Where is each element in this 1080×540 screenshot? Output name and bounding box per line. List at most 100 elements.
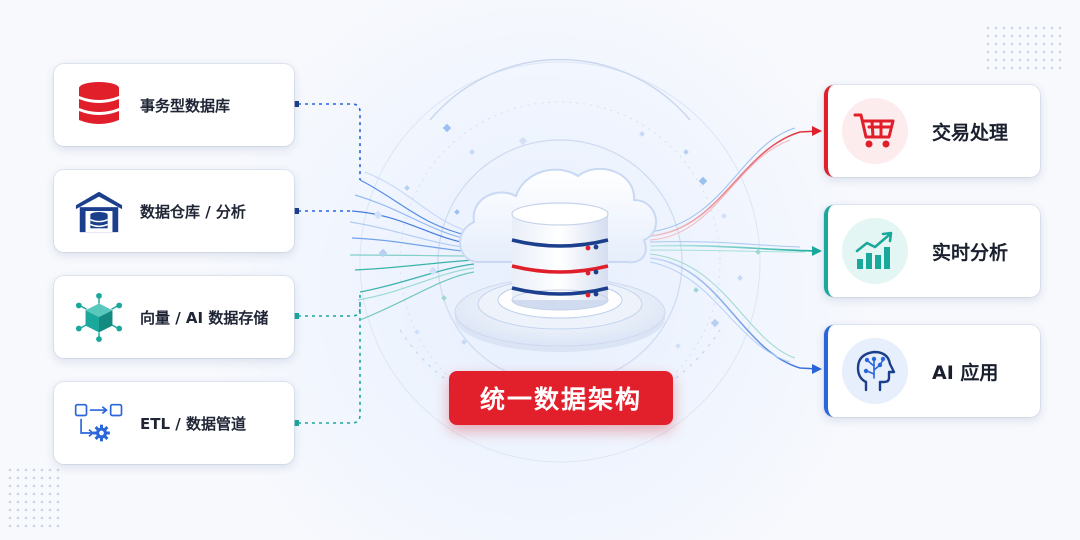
decorative-dot [56, 476, 60, 480]
decorative-particle [737, 275, 743, 281]
decorative-dot [1026, 42, 1030, 46]
decorative-dot [986, 58, 990, 62]
decorative-dot [1018, 34, 1022, 38]
decorative-dot [1050, 26, 1054, 30]
decorative-dot [1034, 34, 1038, 38]
decorative-dot [56, 484, 60, 488]
decorative-dot [48, 500, 52, 504]
database-icon [74, 80, 124, 130]
decorative-particle [378, 248, 388, 258]
decorative-dot [1002, 66, 1006, 70]
decorative-dot [48, 484, 52, 488]
bar-chart-trend-icon [842, 218, 908, 284]
decorative-dot [1050, 50, 1054, 54]
decorative-dot [1010, 50, 1014, 54]
output-card-realtime-analytics: 实时分析 [824, 205, 1040, 297]
decorative-dot [16, 492, 20, 496]
decorative-dot [40, 484, 44, 488]
decorative-dot [1002, 58, 1006, 62]
decorative-dot [1018, 66, 1022, 70]
decorative-dot [56, 516, 60, 520]
decorative-particle [441, 295, 447, 301]
decorative-dot [56, 492, 60, 496]
decorative-dot [1042, 34, 1046, 38]
decorative-dot [16, 476, 20, 480]
decorative-dot [1050, 42, 1054, 46]
decorative-particle [518, 136, 528, 146]
decorative-dot [40, 476, 44, 480]
output-label: 实时分析 [932, 241, 1009, 264]
decorative-dot [994, 66, 998, 70]
decorative-dot [1026, 50, 1030, 54]
output-card-transaction-processing: 交易处理 [824, 85, 1040, 177]
source-card-etl-pipeline: ETL / 数据管道 [54, 382, 294, 464]
output-card-ai-applications: AI 应用 [824, 325, 1040, 417]
source-card-vector-ai-store: 向量 / AI 数据存储 [54, 276, 294, 358]
decorative-dot [1010, 34, 1014, 38]
decorative-dot [986, 66, 990, 70]
decorative-dot [1002, 34, 1006, 38]
decorative-particle [639, 131, 645, 137]
decorative-dot [16, 516, 20, 520]
decorative-dot [986, 42, 990, 46]
decorative-dot [1034, 58, 1038, 62]
decorative-dot [48, 476, 52, 480]
decorative-dot [994, 58, 998, 62]
source-label: 事务型数据库 [140, 96, 231, 115]
decorative-particle [693, 287, 699, 293]
decorative-dot [1010, 58, 1014, 62]
ai-brain-head-icon [842, 338, 908, 404]
decorative-dot [994, 26, 998, 30]
decorative-dot [32, 508, 36, 512]
decorative-dot [1018, 26, 1022, 30]
decorative-dot [1042, 58, 1046, 62]
decorative-particle [454, 209, 460, 215]
decorative-dot [32, 492, 36, 496]
decorative-dot [24, 508, 28, 512]
vector-cube-icon [74, 292, 124, 342]
decorative-particles [373, 123, 761, 349]
warehouse-icon [74, 186, 124, 236]
source-card-data-warehouse: 数据仓库 / 分析 [54, 170, 294, 252]
decorative-dot [994, 50, 998, 54]
decorative-dot [16, 500, 20, 504]
decorative-dot [1058, 58, 1062, 62]
decorative-dot [986, 50, 990, 54]
decorative-dot [24, 500, 28, 504]
decorative-particle [675, 343, 681, 349]
source-label: 向量 / AI 数据存储 [140, 308, 269, 327]
decorative-dot [1010, 26, 1014, 30]
decorative-dot [24, 468, 28, 472]
source-label: ETL / 数据管道 [140, 414, 246, 433]
decorative-dot [32, 524, 36, 528]
decorative-dot [8, 484, 12, 488]
decorative-dot [1018, 58, 1022, 62]
decorative-dot [1058, 26, 1062, 30]
decorative-dot [1026, 26, 1030, 30]
decorative-particle [469, 149, 475, 155]
decorative-dot [8, 524, 12, 528]
decorative-dot [32, 500, 36, 504]
decorative-dot [1010, 66, 1014, 70]
decorative-dot [32, 468, 36, 472]
decorative-dot [24, 492, 28, 496]
decorative-dot [16, 524, 20, 528]
decorative-dot [1034, 42, 1038, 46]
decorative-dot [8, 468, 12, 472]
decorative-particle [698, 176, 708, 186]
decorative-particle [755, 249, 761, 255]
decorative-dot [24, 484, 28, 488]
database-cylinder-icon [511, 202, 609, 311]
decorative-dot [994, 34, 998, 38]
decorative-dot [1058, 50, 1062, 54]
decorative-dot [48, 516, 52, 520]
decorative-dot [1018, 42, 1022, 46]
decorative-dot [8, 516, 12, 520]
decorative-dot [1026, 34, 1030, 38]
decorative-dot [1034, 66, 1038, 70]
decorative-dot [1058, 42, 1062, 46]
center-title-badge: 统一数据架构 [449, 371, 673, 425]
decorative-dot [48, 508, 52, 512]
